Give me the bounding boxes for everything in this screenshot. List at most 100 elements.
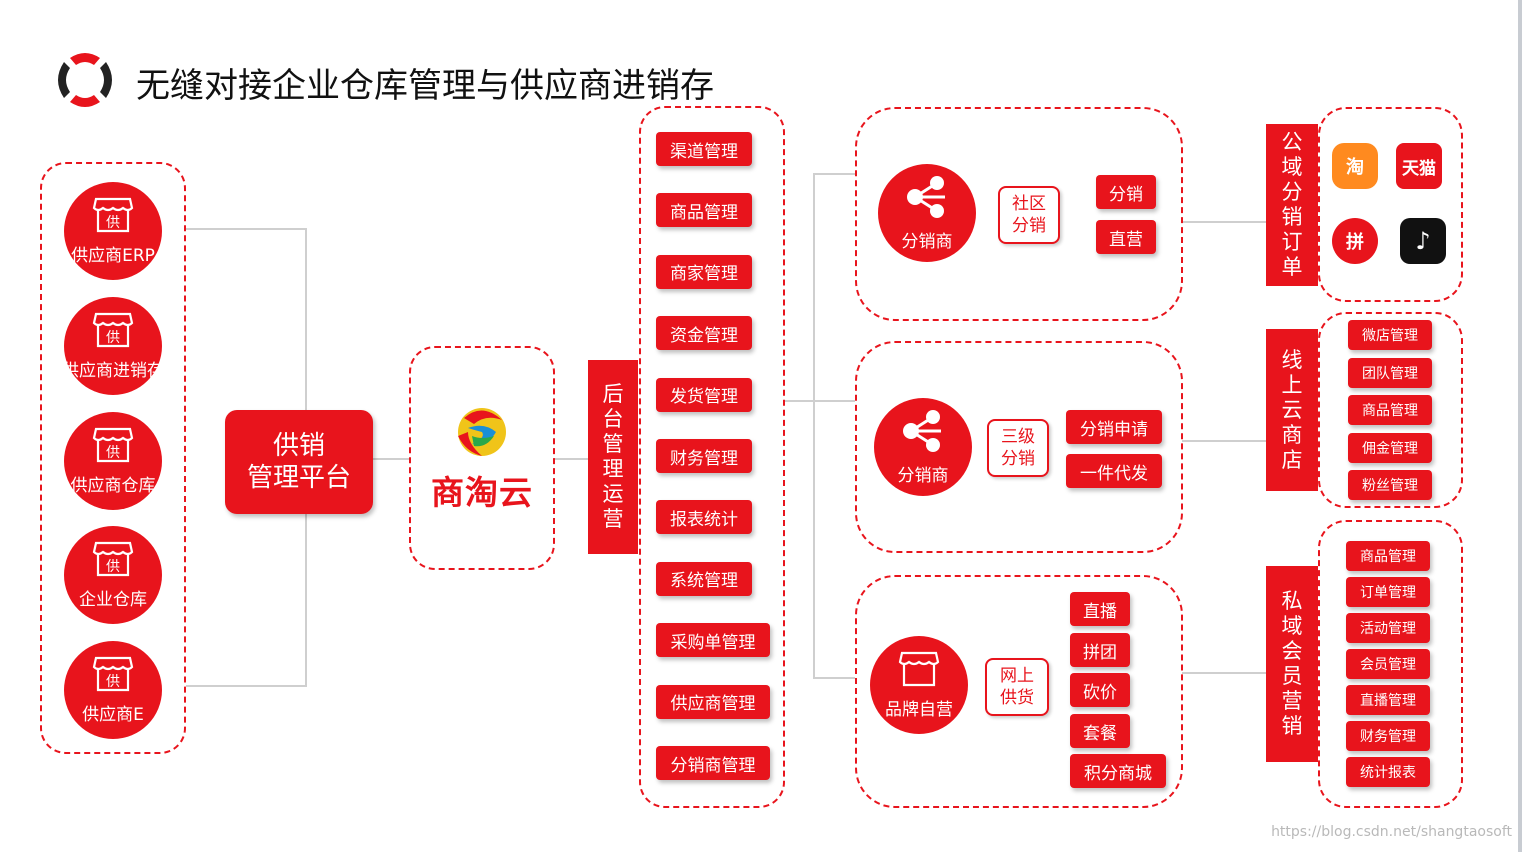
group-action-button[interactable]: 套餐: [1070, 714, 1130, 748]
section-label-char: 订: [1281, 230, 1303, 254]
private-member-item-button[interactable]: 直播管理: [1346, 685, 1430, 715]
section-label-char: 销: [1281, 205, 1303, 229]
store-icon: 供: [92, 655, 134, 698]
group-action-button[interactable]: 分销申请: [1066, 410, 1162, 444]
platform-line1: 供销: [272, 431, 325, 461]
private-member-item-button[interactable]: 会员管理: [1346, 649, 1430, 679]
group-action-button[interactable]: 积分商城: [1070, 754, 1166, 788]
section-label-char: 分: [1281, 180, 1303, 204]
supply-platform-box[interactable]: 供销 管理平台: [225, 410, 373, 514]
private-member-item-button[interactable]: 财务管理: [1346, 721, 1430, 751]
section-label-char: 销: [1281, 714, 1303, 738]
group-panel-2: [855, 341, 1183, 553]
svg-text:供: 供: [106, 330, 120, 346]
backend-item-button[interactable]: 采购单管理: [656, 623, 770, 658]
group-tag: 三级分销: [987, 419, 1049, 477]
group-action-button[interactable]: 直播: [1070, 592, 1130, 626]
group-tag-line: 网上: [1000, 666, 1034, 686]
group-tag-line: 社区: [1012, 194, 1046, 214]
private-member-item-button[interactable]: 活动管理: [1346, 613, 1430, 643]
group-tag-line: 分销: [1012, 216, 1046, 236]
brand-name: 商淘云: [431, 473, 533, 512]
private-member-item-button[interactable]: 统计报表: [1346, 757, 1430, 787]
supplier-node[interactable]: 供企业仓库: [64, 526, 162, 624]
section-label-bar: 私域会员营销: [1266, 566, 1318, 762]
private-member-item-button[interactable]: 商品管理: [1346, 541, 1430, 571]
group-panel-1: [855, 107, 1183, 321]
brand-self-operated-node[interactable]: 品牌自营: [870, 636, 968, 734]
public-apps-panel: [1318, 107, 1463, 302]
backend-item-button[interactable]: 商品管理: [656, 193, 752, 228]
store-icon: 供: [92, 426, 134, 469]
backend-item-button[interactable]: 财务管理: [656, 439, 752, 473]
supplier-node[interactable]: 供供应商仓库: [64, 412, 162, 510]
group-node-label: 分销商: [901, 232, 953, 252]
supplier-systems-panel: [40, 162, 186, 754]
backend-item-button[interactable]: 商家管理: [656, 254, 752, 289]
cloud-store-item-button[interactable]: 粉丝管理: [1348, 470, 1432, 501]
pinduoduo-icon[interactable]: 拼: [1332, 218, 1378, 264]
section-label-char: 域: [1281, 155, 1303, 179]
platform-line2: 管理平台: [246, 463, 351, 493]
distributor-node[interactable]: 分销商: [874, 398, 972, 496]
backend-label-bar: 后台管理运营: [588, 360, 638, 554]
connector-line: [186, 685, 306, 687]
backend-label-char: 营: [602, 507, 624, 531]
group-action-button[interactable]: 拼团: [1070, 633, 1130, 667]
section-label-char: 私: [1281, 589, 1303, 613]
private-member-item-button[interactable]: 订单管理: [1346, 577, 1430, 607]
supplier-node[interactable]: 供供应商进销存: [62, 297, 164, 395]
group-action-button[interactable]: 分销: [1096, 175, 1156, 209]
group-node-label: 分销商: [897, 466, 949, 486]
cloud-store-item-button[interactable]: 微店管理: [1348, 320, 1432, 350]
svg-text:供: 供: [106, 674, 120, 690]
group-node-label: 品牌自营: [885, 700, 953, 720]
cloud-store-item-button[interactable]: 佣金管理: [1348, 432, 1432, 463]
group-action-button[interactable]: 一件代发: [1066, 454, 1162, 488]
connector-line: [813, 400, 855, 402]
supplier-node[interactable]: 供供应商E: [64, 641, 162, 739]
page-edge-divider: [1518, 0, 1522, 852]
svg-text:供: 供: [106, 445, 120, 461]
group-tag: 网上供货: [985, 658, 1049, 716]
section-label-char: 公: [1281, 130, 1303, 154]
supplier-node[interactable]: 供供应商ERP: [64, 182, 162, 280]
group-action-button[interactable]: 直营: [1096, 220, 1156, 254]
supplier-node-label: 供应商ERP: [71, 246, 155, 266]
group-tag: 社区分销: [998, 186, 1060, 244]
backend-item-button[interactable]: 系统管理: [656, 561, 752, 596]
group-tag-line: 供货: [1000, 688, 1034, 708]
svg-text:供: 供: [106, 559, 120, 575]
tmall-icon[interactable]: 天猫: [1396, 143, 1442, 189]
connector-line: [813, 677, 855, 679]
connector-line: [813, 173, 815, 678]
douyin-icon[interactable]: ♪: [1400, 218, 1446, 264]
store-icon: [898, 650, 940, 693]
section-label-char: 上: [1281, 372, 1303, 397]
backend-label-char: 管: [602, 432, 624, 456]
group-action-button[interactable]: 砍价: [1070, 673, 1130, 707]
store-icon: 供: [92, 311, 134, 354]
supplier-node-label: 企业仓库: [79, 590, 147, 610]
cloud-store-item-button[interactable]: 商品管理: [1348, 395, 1432, 426]
backend-item-button[interactable]: 渠道管理: [656, 132, 752, 166]
cloud-store-item-button[interactable]: 团队管理: [1348, 357, 1432, 388]
distributor-node[interactable]: 分销商: [878, 164, 976, 262]
section-label-char: 员: [1281, 664, 1303, 688]
taobao-icon[interactable]: 淘: [1332, 143, 1378, 189]
backend-item-button[interactable]: 报表统计: [656, 500, 752, 535]
connector-line: [1182, 221, 1266, 223]
page-title: 无缝对接企业仓库管理与供应商进销存: [136, 66, 714, 106]
backend-item-button[interactable]: 资金管理: [656, 316, 752, 351]
group-tag-line: 三级: [1001, 427, 1035, 447]
backend-item-button[interactable]: 供应商管理: [656, 684, 770, 719]
brand-panel: [409, 346, 555, 570]
connector-line: [1182, 672, 1266, 674]
group-tag-line: 分销: [1001, 449, 1035, 469]
backend-item-button[interactable]: 分销商管理: [656, 746, 770, 780]
backend-item-button[interactable]: 发货管理: [656, 377, 752, 412]
section-label-char: 营: [1281, 689, 1303, 713]
supplier-node-label: 供应商仓库: [70, 476, 156, 496]
store-icon: 供: [92, 196, 134, 239]
cloud-store-panel: [1318, 312, 1463, 508]
